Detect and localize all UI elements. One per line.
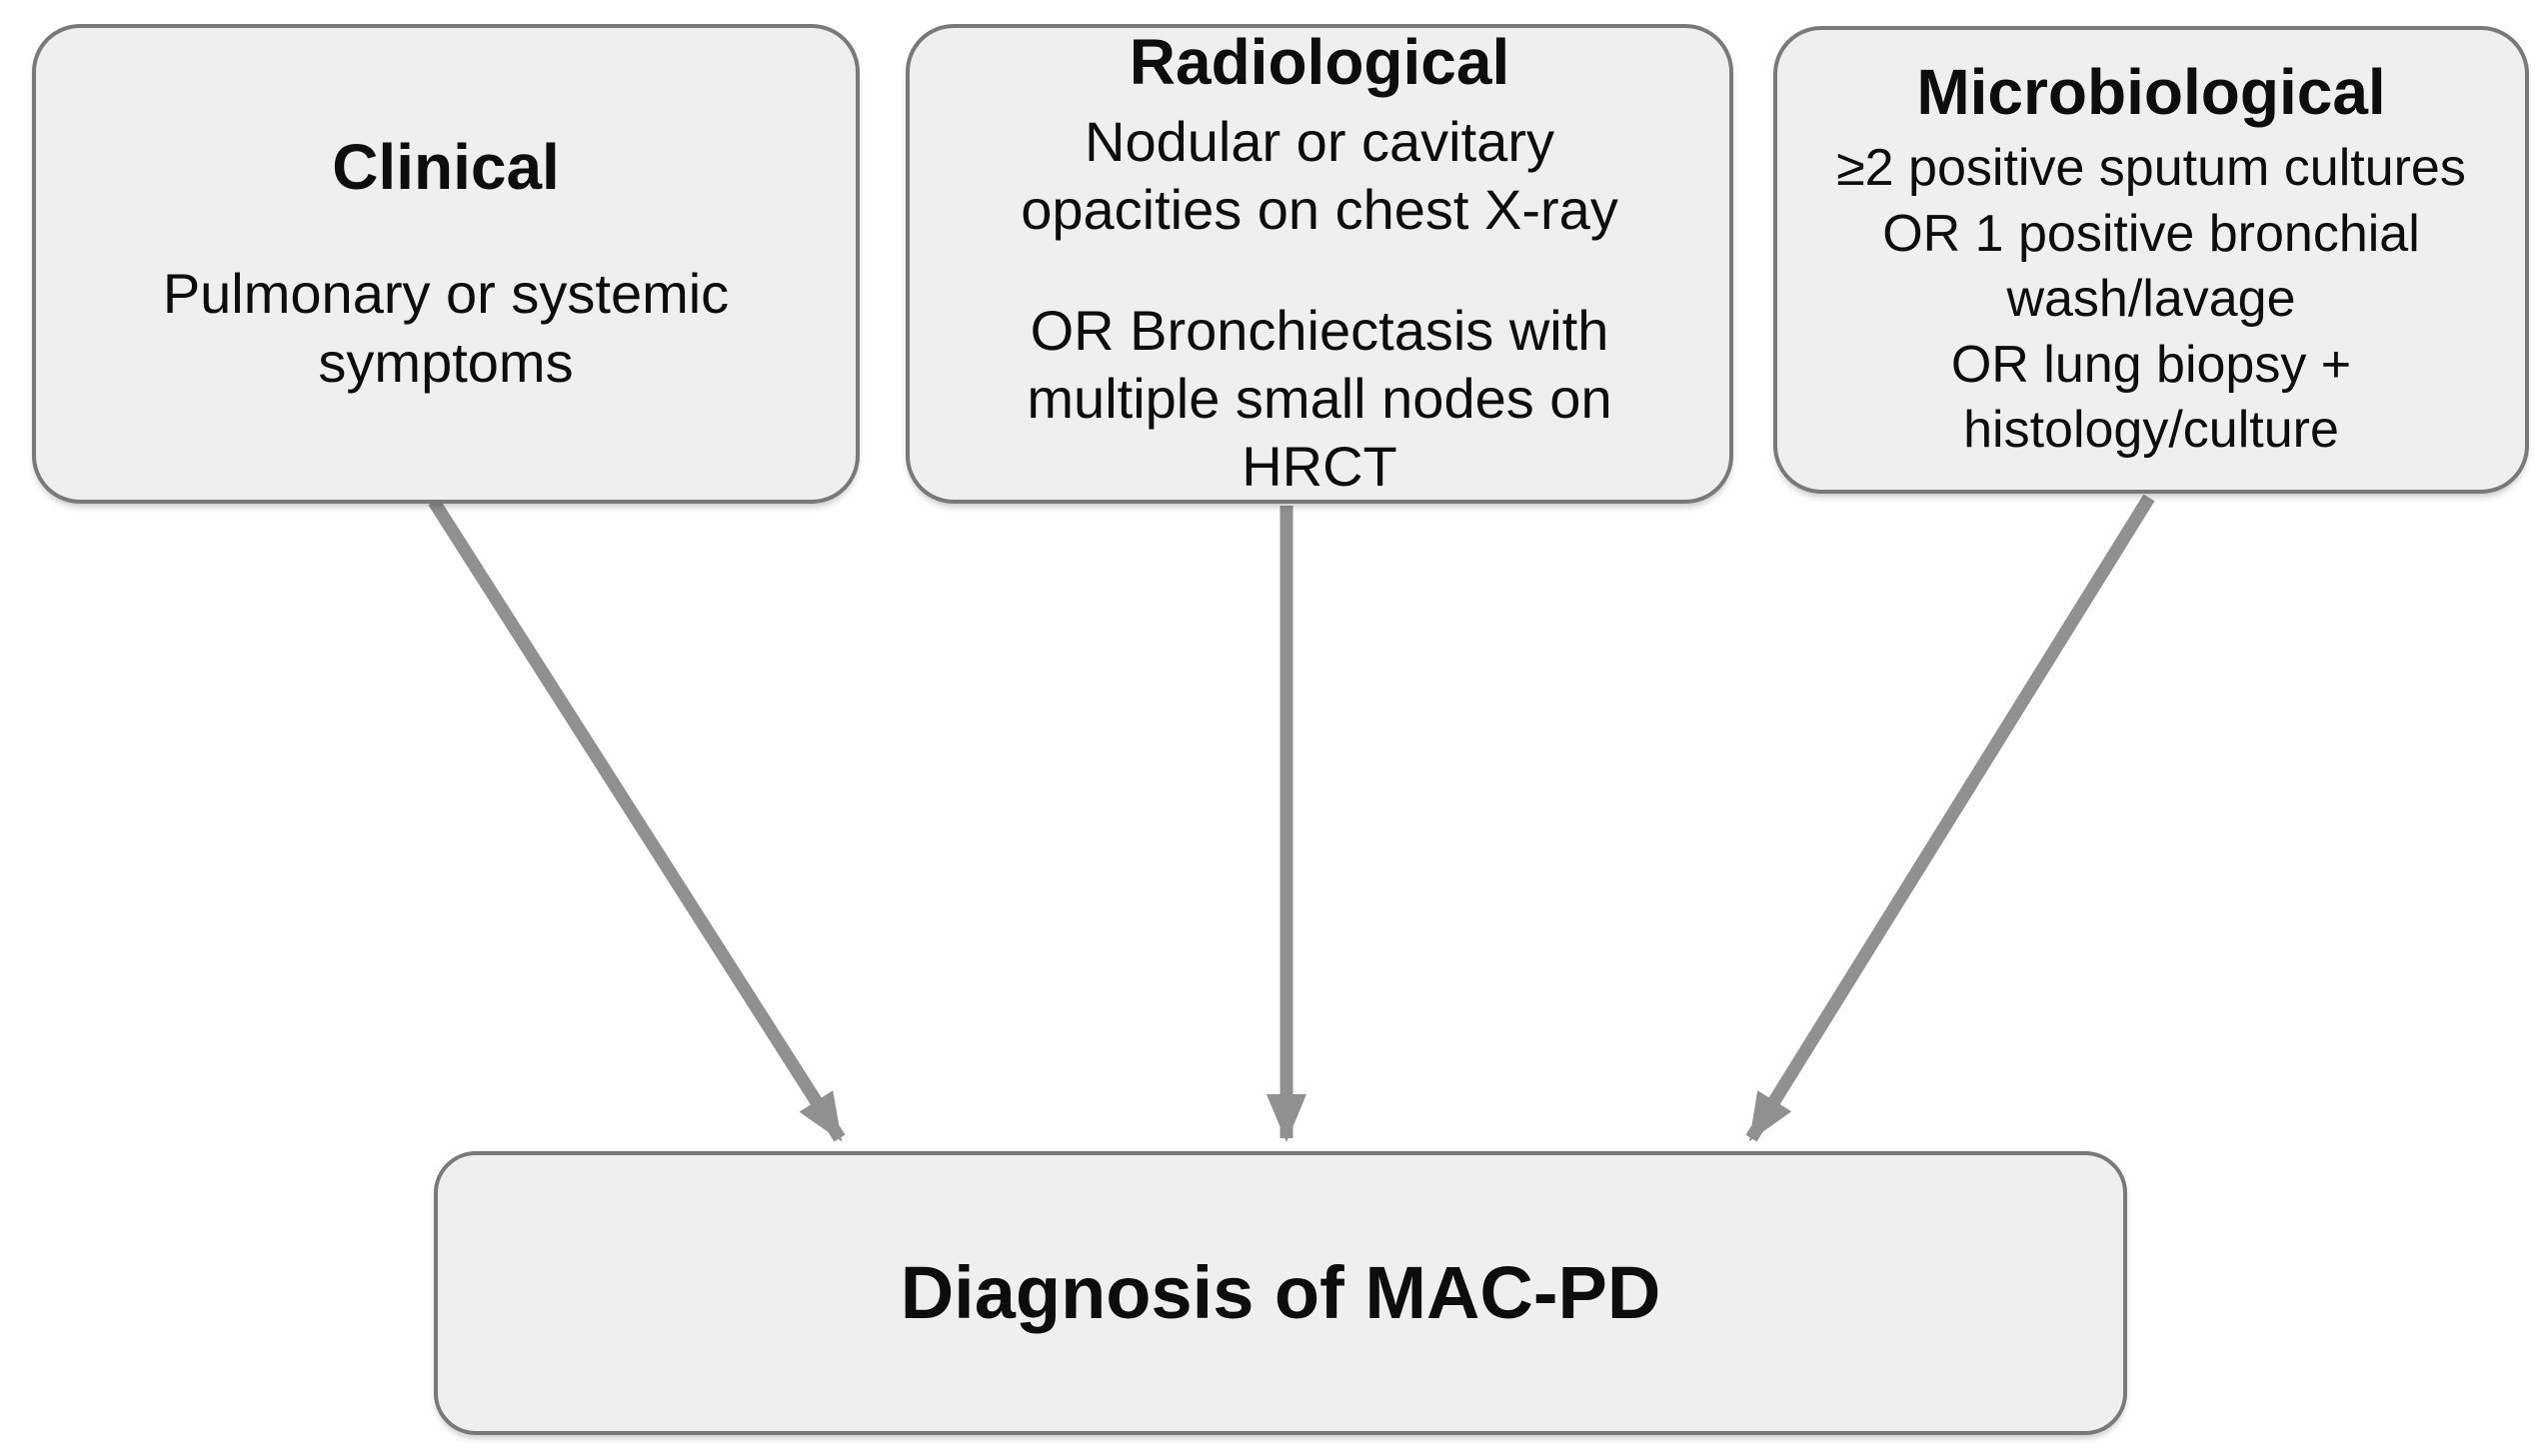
node-clinical-body: Pulmonary or systemic symptoms [162,262,730,394]
node-diagnosis-title: Diagnosis of MAC-PD [900,1251,1661,1335]
node-clinical: Clinical Pulmonary or systemic symptoms [32,24,860,504]
node-microbiological-body: ≥2 positive sputum cultures OR 1 positiv… [1836,139,2466,460]
node-radiological: Radiological Nodular or cavitary opaciti… [906,24,1733,504]
node-radiological-title: Radiological [1129,26,1510,99]
node-radiological-body-secondary: OR Bronchiectasis with multiple small no… [1027,298,1612,499]
node-clinical-title: Clinical [332,130,560,203]
node-microbiological-title: Microbiological [1916,56,2386,129]
arrow-microbiological-to-diagnosis [1745,494,2155,1142]
node-diagnosis: Diagnosis of MAC-PD [434,1151,2127,1435]
node-radiological-body-primary: Nodular or cavitary opacities on chest X… [1021,110,1618,242]
arrow-clinical-to-diagnosis [428,498,846,1142]
node-microbiological: Microbiological ≥2 positive sputum cultu… [1773,26,2529,494]
